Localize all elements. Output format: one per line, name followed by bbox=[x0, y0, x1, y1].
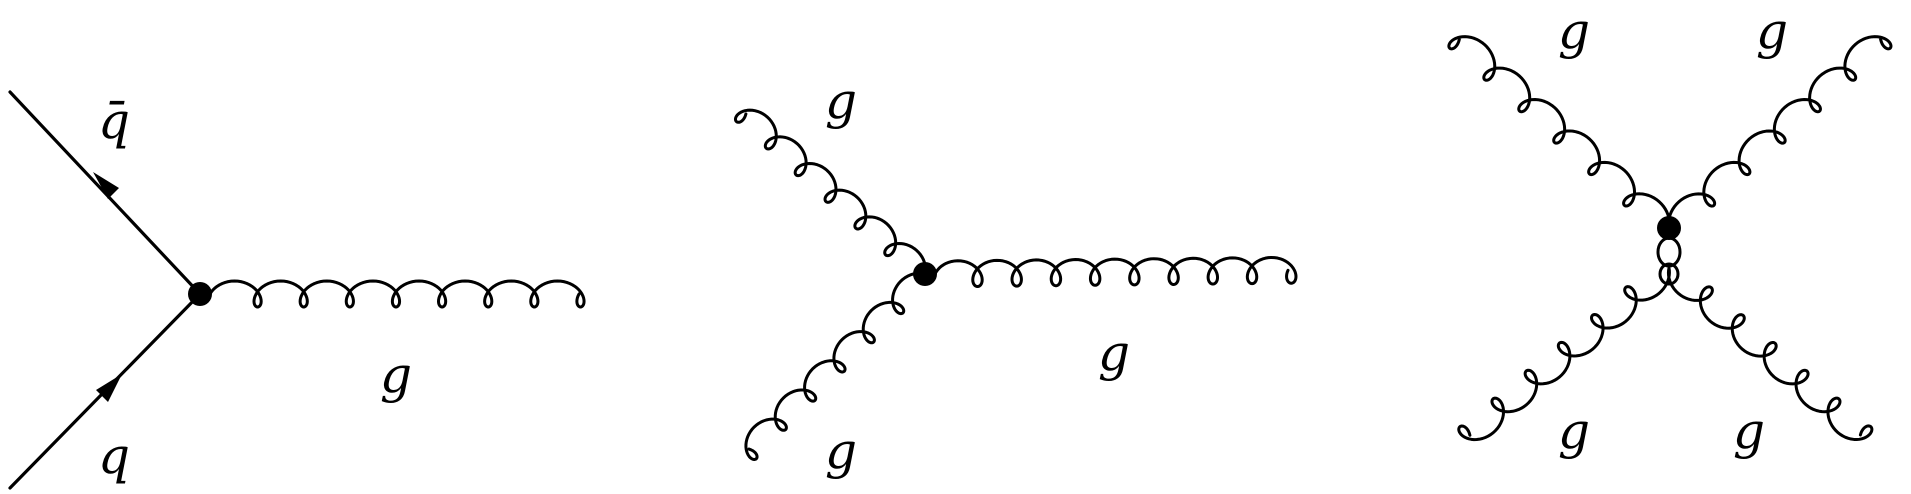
gluon-label-lower: g bbox=[825, 422, 857, 480]
gluon-label-top-left: g bbox=[1558, 2, 1590, 60]
gluon-line-lower bbox=[744, 271, 927, 461]
gluon-line-right bbox=[933, 255, 1298, 289]
quark-label: q bbox=[98, 427, 130, 485]
quark-arrow bbox=[96, 374, 122, 402]
gluon-line-top-right bbox=[1667, 35, 1893, 230]
antiquark-arrow bbox=[93, 172, 119, 199]
gluon-label: g bbox=[380, 346, 412, 404]
gluon-line-bottom-right bbox=[1666, 266, 1874, 442]
antiquark-label: q̄ bbox=[98, 92, 130, 150]
vertex-loop-lower bbox=[1658, 262, 1680, 286]
vertex-loop-upper bbox=[1656, 236, 1682, 268]
vertex-dot bbox=[913, 262, 937, 286]
gluon-label-bottom-right: g bbox=[1733, 402, 1765, 460]
gluon-line-top-left bbox=[1447, 35, 1671, 230]
four-gluon-vertex-panel: g g g g bbox=[1447, 2, 1893, 460]
gluon-label-bottom-left: g bbox=[1558, 402, 1590, 460]
vertex-dot bbox=[188, 282, 212, 306]
gluon-label-upper: g bbox=[825, 72, 857, 130]
vertex-dot bbox=[1657, 216, 1681, 240]
gluon-line-bottom-left bbox=[1457, 266, 1671, 442]
gluon-label-top-right: g bbox=[1756, 2, 1788, 60]
gluon-line-upper bbox=[733, 108, 928, 276]
gluon-line-right bbox=[208, 279, 586, 309]
three-gluon-vertex-panel: g g g bbox=[733, 72, 1298, 480]
quark-gluon-vertex-panel: q̄ q g bbox=[8, 90, 586, 490]
gluon-label-right: g bbox=[1098, 324, 1130, 382]
